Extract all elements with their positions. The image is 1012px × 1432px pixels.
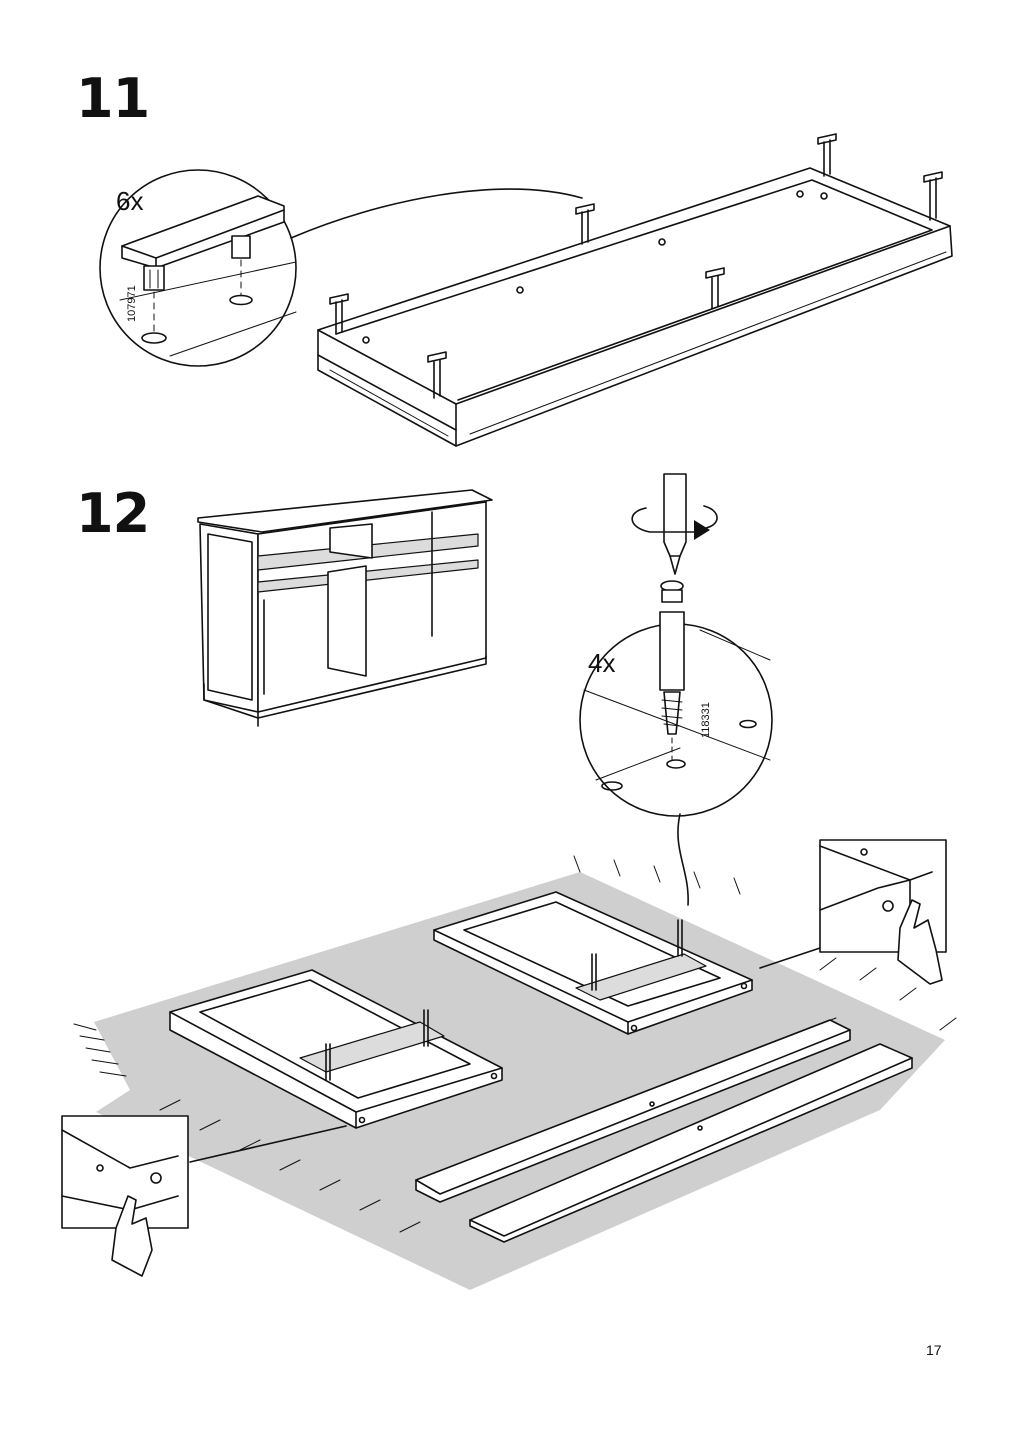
page-number: 17 [926,1342,942,1358]
frame-right [433,891,753,1035]
base-frame [317,133,953,447]
frame-left [169,969,503,1129]
detail-inset-right [759,839,947,985]
loose-boards [415,1017,913,1243]
screw-callout [579,473,773,906]
detail-inset-left [61,1115,347,1277]
dowel-screw-icon [659,580,685,761]
sideboard-preview [197,489,493,727]
screwdriver-icon [663,473,687,575]
step-11-quantity: 6x [116,186,144,216]
glide-foot-callout [99,169,583,367]
rotate-arrow-icon [631,505,718,540]
hand-push-icon [897,899,943,985]
glide-foot-icon [121,195,285,291]
step-12-number: 12 [76,482,150,545]
step-11-number: 11 [76,67,150,130]
